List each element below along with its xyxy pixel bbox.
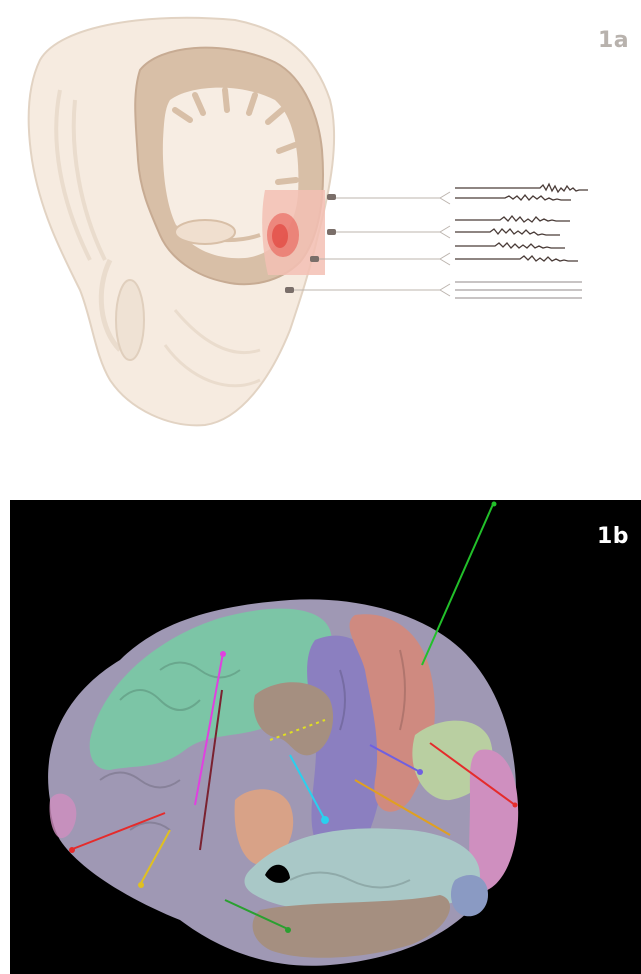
head-illustration — [0, 0, 641, 470]
eeg-traces — [455, 184, 588, 298]
brain-3d-render — [10, 500, 641, 974]
figure-panel-1a: 1a — [0, 0, 641, 470]
figure-panel-1b: 1b — [10, 500, 641, 974]
panel-label-1a: 1a — [598, 28, 629, 53]
panel-label-1b: 1b — [597, 524, 629, 549]
